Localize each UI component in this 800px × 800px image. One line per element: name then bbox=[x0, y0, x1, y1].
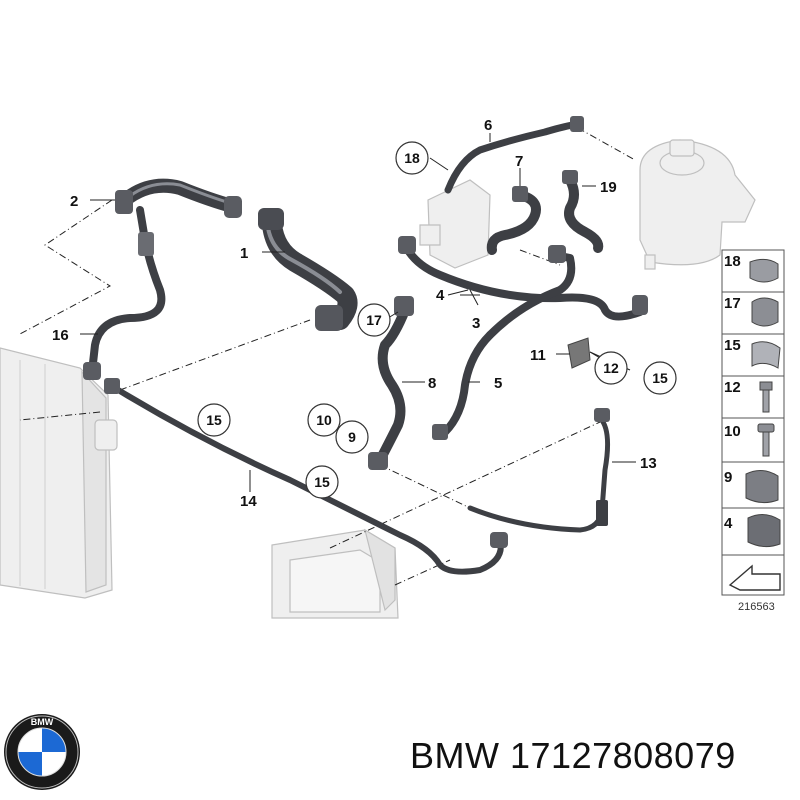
clip-15-icon bbox=[751, 341, 781, 369]
radiator-ghost bbox=[0, 347, 118, 599]
label-8: 8 bbox=[428, 375, 436, 392]
circled-label-18: 18 bbox=[395, 141, 429, 175]
bmw-logo: BMW bbox=[4, 714, 80, 790]
bolt-12-icon bbox=[759, 381, 773, 413]
legend-label-12: 12 bbox=[724, 379, 741, 396]
svg-text:10: 10 bbox=[316, 412, 332, 428]
label-4: 4 bbox=[436, 287, 445, 304]
label-3: 3 bbox=[472, 315, 480, 332]
label-2: 2 bbox=[70, 193, 78, 210]
part-number: 17127808079 bbox=[510, 735, 736, 776]
brand-name: BMW bbox=[410, 735, 500, 776]
legend-label-18: 18 bbox=[724, 253, 741, 270]
circled-label-17: 17 bbox=[357, 303, 391, 337]
svg-text:15: 15 bbox=[652, 370, 668, 386]
bracket-11 bbox=[567, 337, 591, 369]
label-14: 14 bbox=[240, 493, 257, 510]
circled-label-9: 9 bbox=[335, 420, 369, 454]
hose-7 bbox=[486, 186, 541, 255]
expansion-tank-ghost bbox=[639, 139, 756, 270]
clamp-17-icon bbox=[751, 297, 779, 327]
label-7: 7 bbox=[515, 153, 523, 170]
label-16: 16 bbox=[52, 327, 69, 344]
hose-19 bbox=[562, 170, 604, 253]
legend-label-17: 17 bbox=[724, 295, 741, 312]
label-6: 6 bbox=[484, 117, 492, 134]
circled-label-12: 12 bbox=[594, 351, 628, 385]
arrow-icon bbox=[728, 564, 781, 591]
svg-text:15: 15 bbox=[314, 474, 330, 490]
hose-13 bbox=[467, 408, 611, 533]
hose-5 bbox=[432, 331, 494, 440]
svg-text:9: 9 bbox=[348, 429, 356, 445]
hose-2-16 bbox=[83, 178, 242, 380]
legend-label-9: 9 bbox=[724, 469, 732, 486]
reference-number: 216563 bbox=[738, 601, 775, 613]
legend-label-10: 10 bbox=[724, 423, 741, 440]
circled-labels: 18 17 12 15 15 10 9 15 bbox=[197, 141, 677, 499]
label-13: 13 bbox=[640, 455, 657, 472]
circled-label-15-bottom: 15 bbox=[305, 465, 339, 499]
aux-radiator-ghost bbox=[271, 528, 399, 619]
hose-8 bbox=[368, 296, 414, 470]
assembly-lines bbox=[19, 127, 636, 586]
svg-text:18: 18 bbox=[404, 150, 420, 166]
hose-3-4 bbox=[398, 236, 648, 339]
hose-6 bbox=[444, 116, 584, 194]
clamp-9-icon bbox=[745, 470, 779, 504]
circled-label-10: 10 bbox=[307, 403, 341, 437]
leader-lines bbox=[80, 133, 636, 492]
svg-text:15: 15 bbox=[206, 412, 222, 428]
thermostat-ghost bbox=[419, 179, 491, 269]
parts-legend: 18 17 15 12 10 9 4 216563 bbox=[721, 249, 785, 613]
label-19: 19 bbox=[600, 179, 617, 196]
label-5: 5 bbox=[494, 375, 502, 392]
hose-1 bbox=[258, 208, 358, 331]
hose-14 bbox=[104, 378, 508, 575]
part-labels: 1 2 3 4 5 6 7 8 11 13 14 16 19 bbox=[52, 117, 657, 510]
sleeve-4-icon bbox=[747, 514, 781, 548]
legend-label-4: 4 bbox=[724, 515, 733, 532]
label-11: 11 bbox=[530, 347, 546, 364]
clamp-18-icon bbox=[749, 258, 779, 283]
screw-10-icon bbox=[757, 423, 775, 457]
svg-text:12: 12 bbox=[603, 360, 619, 376]
legend-label-15: 15 bbox=[724, 337, 741, 354]
label-1: 1 bbox=[240, 245, 248, 262]
circled-label-15-right: 15 bbox=[643, 361, 677, 395]
svg-text:17: 17 bbox=[366, 312, 382, 328]
logo-letters: BMW bbox=[31, 717, 54, 727]
circled-label-15-left: 15 bbox=[197, 403, 231, 437]
brand-part-caption: BMW 17127808079 bbox=[410, 735, 736, 777]
